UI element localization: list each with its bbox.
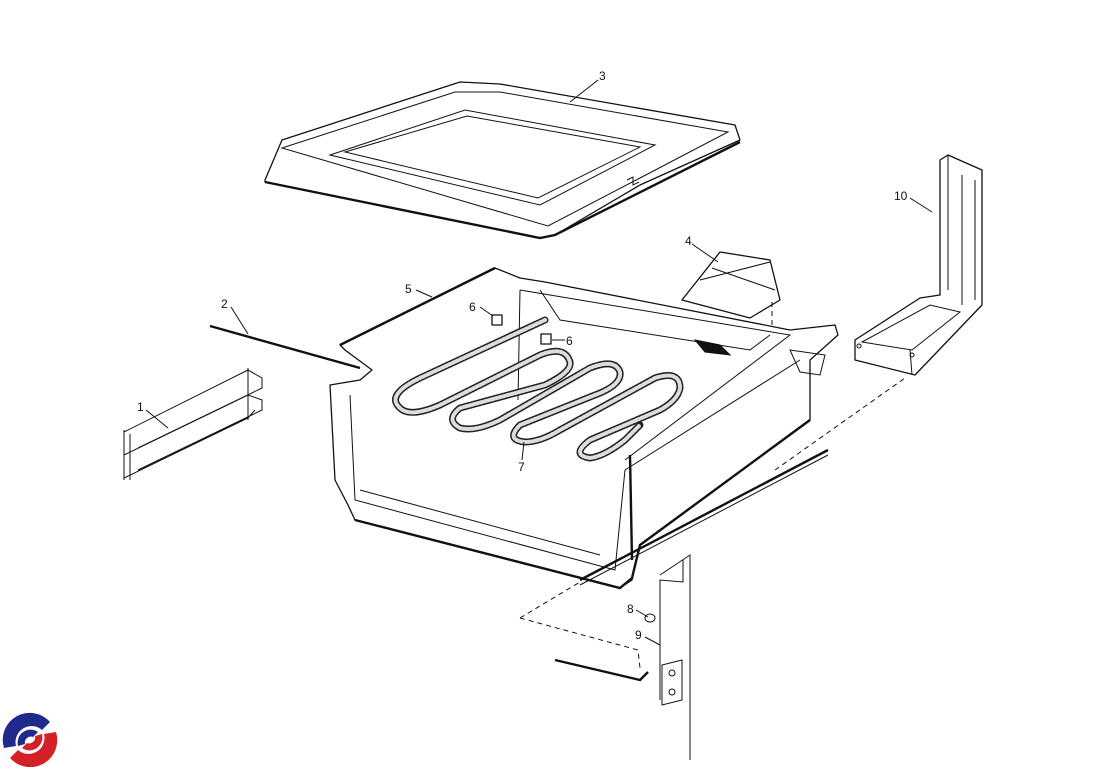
part-5-oven-cavity[interactable]: [329, 266, 839, 590]
brand-logo: [2, 712, 58, 767]
front-frame: [519, 377, 906, 760]
callout-7: 7: [518, 460, 525, 474]
callout-3: 3: [599, 69, 606, 83]
part-7-heating-element[interactable]: [392, 316, 684, 462]
callout-5: 5: [405, 282, 412, 296]
part-6-clip[interactable]: [540, 333, 552, 345]
callout-8: 8: [627, 602, 634, 616]
part-6-clip[interactable]: [491, 314, 503, 326]
part-2-rod[interactable]: [209, 324, 361, 370]
part-1-shelf-support[interactable]: [123, 368, 263, 480]
callout-9: 9: [635, 628, 642, 642]
callout-6b: 6: [566, 334, 573, 348]
callout-1: 1: [137, 400, 144, 414]
callout-2: 2: [221, 297, 228, 311]
part-3-top-cover[interactable]: [264, 81, 741, 240]
callout-10: 10: [894, 189, 908, 203]
part-4-bracket[interactable]: [681, 251, 781, 332]
part-10-side-panel[interactable]: [854, 154, 983, 376]
callout-6a: 6: [469, 300, 476, 314]
callout-leaders: [145, 79, 933, 646]
callout-4: 4: [685, 234, 692, 248]
